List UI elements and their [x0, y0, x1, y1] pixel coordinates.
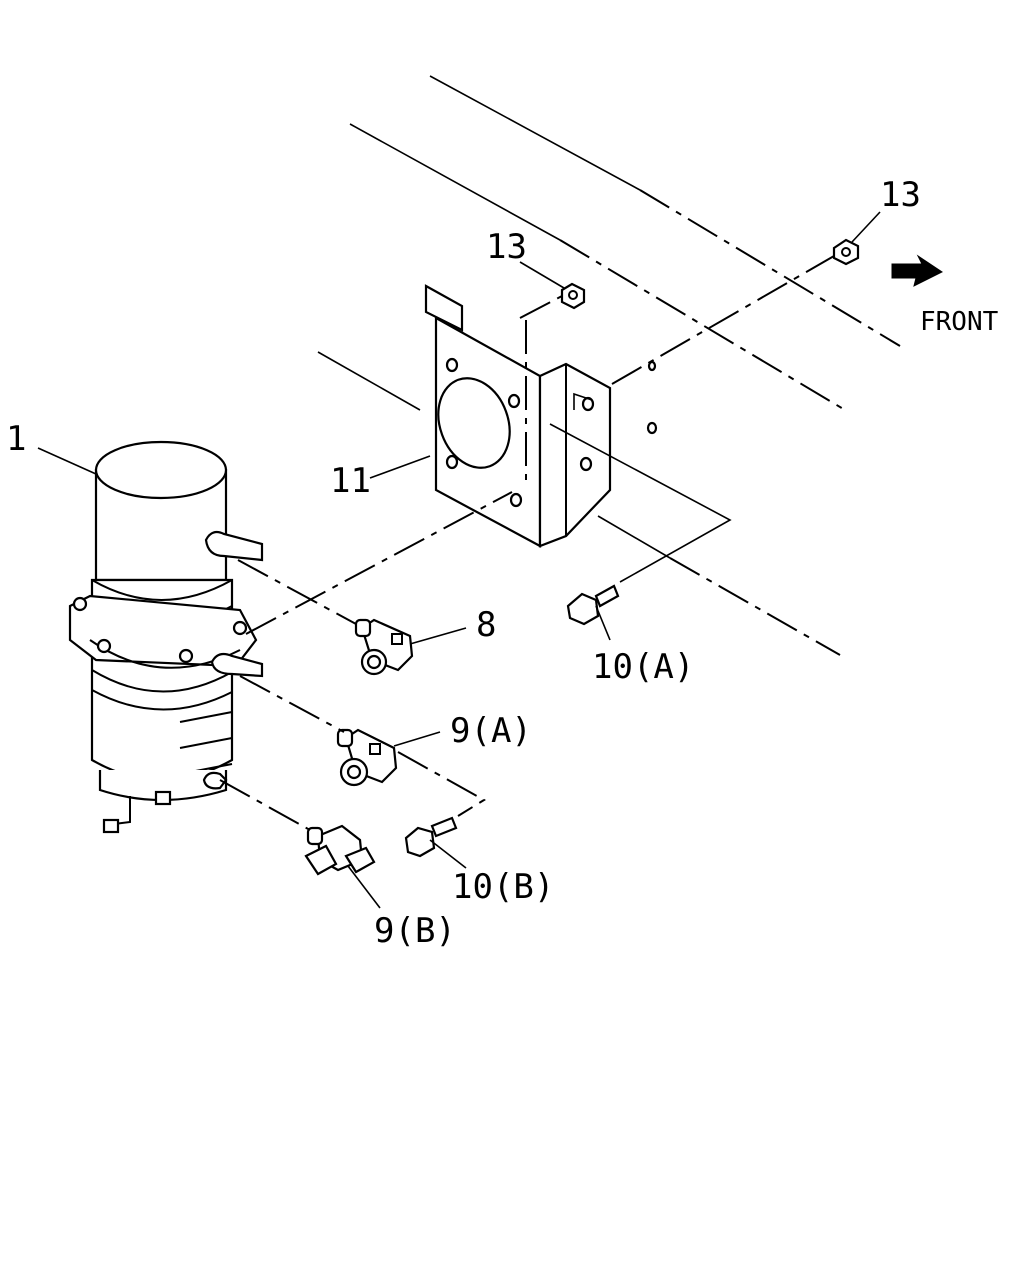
arrow-right-icon — [891, 254, 943, 287]
label-part-1: 1 — [6, 419, 26, 459]
connector-part-9a — [336, 728, 398, 787]
nut-part-13-top — [560, 282, 586, 310]
assembly-path-lines — [219, 255, 835, 831]
nut-part-13-right — [832, 238, 860, 266]
label-part-10a: 10(A) — [592, 647, 694, 687]
label-part-11: 11 — [330, 461, 371, 501]
label-part-10b: 10(B) — [452, 867, 554, 907]
label-part-13-top: 13 — [486, 227, 527, 267]
bolt-part-10a — [566, 584, 620, 626]
label-part-8: 8 — [476, 605, 496, 645]
bracket-part-11 — [424, 284, 658, 548]
leader-lines — [37, 211, 881, 909]
frame-rail-lines — [317, 75, 901, 656]
tee-fitting-part-9b — [304, 824, 376, 876]
label-part-9a: 9(A) — [450, 711, 532, 751]
front-direction-indicator: FRONT — [891, 254, 999, 337]
fuel-filter-part-1 — [68, 440, 264, 834]
connector-part-8 — [354, 618, 414, 676]
label-part-13-right: 13 — [880, 175, 921, 215]
bolt-part-10b — [404, 816, 458, 858]
front-label: FRONT — [920, 307, 999, 337]
label-part-9b: 9(B) — [374, 911, 456, 951]
